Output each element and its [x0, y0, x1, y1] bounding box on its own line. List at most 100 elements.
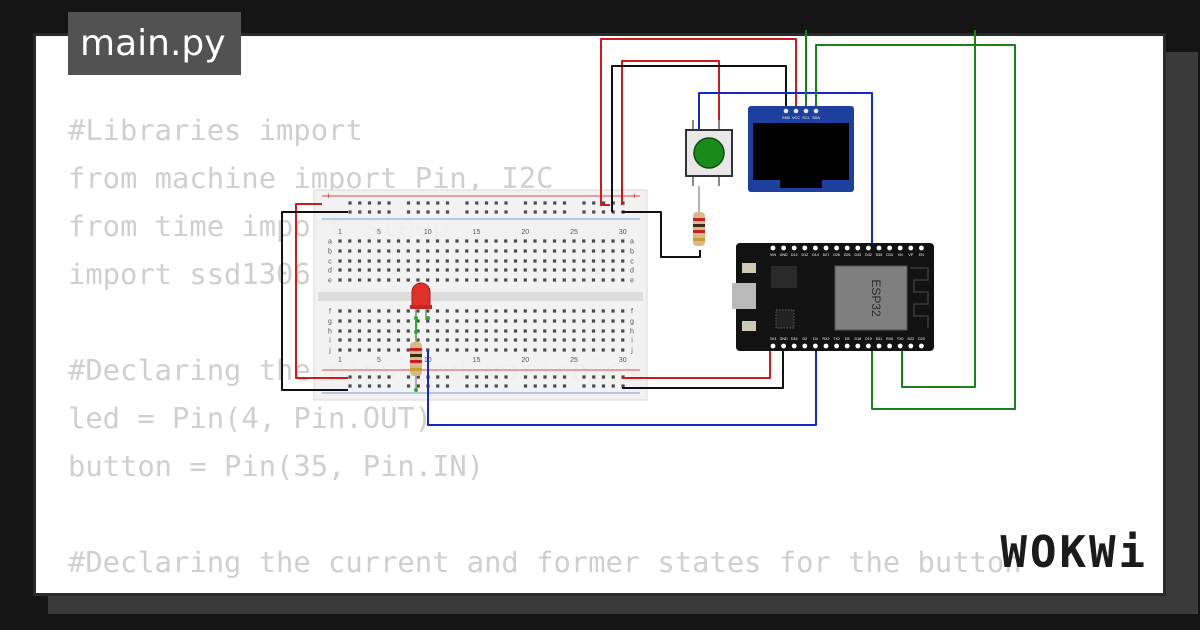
esp32-pin-label: D32 [865, 253, 872, 257]
esp32-pin-label: D4 [813, 337, 818, 341]
esp32-pin-label: D5 [845, 337, 850, 341]
esp32-pin-label: D22 [908, 337, 915, 341]
row-label: a [328, 239, 332, 246]
row-label: e [630, 278, 634, 285]
oled-pin-label: VCC [792, 116, 800, 120]
esp32-pin-label: D25 [844, 253, 851, 257]
wire-black-top [611, 65, 787, 212]
row-label: f [631, 309, 633, 316]
esp32-pin-label: D21 [876, 337, 883, 341]
wire-black-button-resistor [622, 211, 701, 258]
row-label: g [630, 319, 634, 326]
column-label: 10 [424, 229, 432, 236]
esp32-pin-label: D18 [855, 337, 862, 341]
esp32-pin-label: EN [919, 253, 924, 257]
row-label: d [328, 268, 332, 275]
wire-red-top-inner [621, 60, 720, 205]
esp32-pin-label: TX0 [897, 337, 904, 341]
row-label: j [630, 348, 633, 355]
column-label: 5 [377, 357, 381, 364]
column-label: 20 [521, 229, 529, 236]
column-label: 15 [473, 357, 481, 364]
esp32-pin-label: VN [898, 253, 903, 257]
row-label: f [329, 309, 331, 316]
oled-pin-label: SDA [812, 116, 820, 120]
esp32-pin-label: D19 [865, 337, 872, 341]
breadboard-holes [338, 201, 625, 388]
esp32-pin-label: D34 [886, 253, 893, 257]
esp32-pin-label: 3V3 [770, 337, 776, 341]
column-label: 30 [619, 357, 627, 364]
esp32-pin-label: D33 [855, 253, 862, 257]
wire-red-rail-to-oled-vcc [295, 203, 348, 379]
rail-plus-label-right: + [632, 191, 637, 201]
row-label: b [630, 249, 634, 256]
esp32-pin-label: D27 [823, 253, 830, 257]
wire-blue-led-to-esp [427, 347, 817, 426]
esp32-pin-label: VP [908, 253, 913, 257]
column-label: 30 [619, 229, 627, 236]
column-label: 5 [377, 229, 381, 236]
column-label: 15 [473, 229, 481, 236]
esp32-pin-label: D23 [918, 337, 925, 341]
column-label: 25 [570, 229, 578, 236]
code-line: led = Pin(4, Pin.OUT) [68, 401, 433, 435]
esp32-pin-label: D12 [802, 253, 809, 257]
esp32-pin-label: VIN [770, 253, 776, 257]
resistor-led [410, 330, 422, 392]
row-label: c [328, 259, 332, 266]
resistor-button [693, 186, 705, 246]
esp32-pin-label: GND [780, 253, 788, 257]
wire-red-top-long [600, 38, 797, 206]
esp32-pin-label: D35 [876, 253, 883, 257]
esp32-pin-label: TX2 [833, 337, 840, 341]
code-line: import ssd1306 [68, 257, 311, 291]
oled-pin-label: SCL [802, 116, 809, 120]
wire-blue-button-to-esp [698, 92, 873, 247]
led-red [410, 282, 432, 320]
wire-green-scl-loop [901, 30, 976, 388]
row-label: h [328, 329, 332, 336]
column-label: 1 [338, 229, 342, 236]
row-label: j [328, 348, 331, 355]
esp32-pin-label: GND [780, 337, 788, 341]
row-label: h [630, 329, 634, 336]
code-line: from machine import Pin, I2C [68, 161, 554, 195]
wire-red-esp-3v3 [622, 347, 771, 379]
pushbutton[interactable] [685, 120, 733, 186]
row-label: c [630, 259, 634, 266]
column-label: 1 [338, 357, 342, 364]
column-label: 20 [521, 357, 529, 364]
row-label: b [328, 249, 332, 256]
esp32-pin-label: RX2 [823, 337, 830, 341]
row-label: i [329, 338, 331, 345]
file-tab[interactable]: main.py [68, 12, 241, 75]
esp32-pin-label: D26 [833, 253, 840, 257]
wire-green-sda [815, 44, 1016, 410]
wokwi-logo: WOKWi [1000, 527, 1148, 578]
row-label: e [328, 278, 332, 285]
wires [281, 30, 1016, 426]
wire-black-esp-gnd [622, 347, 784, 389]
row-label: a [630, 239, 634, 246]
button-cap[interactable] [693, 137, 725, 169]
esp32-pin-label: D15 [791, 337, 798, 341]
row-label: g [328, 319, 332, 326]
esp32-pin-label: D14 [812, 253, 819, 257]
row-label: d [630, 268, 634, 275]
rail-plus-label: + [326, 191, 331, 201]
esp32-pin-label: D13 [791, 253, 798, 257]
row-label: i [631, 338, 633, 345]
esp32-pin-label: RX0 [886, 337, 893, 341]
esp32-pin-label: D2 [802, 337, 807, 341]
code-line: #Declaring the current and former states… [68, 545, 1022, 579]
wire-black-rail-left [281, 211, 348, 391]
oled-pin-label: GND [782, 116, 791, 120]
